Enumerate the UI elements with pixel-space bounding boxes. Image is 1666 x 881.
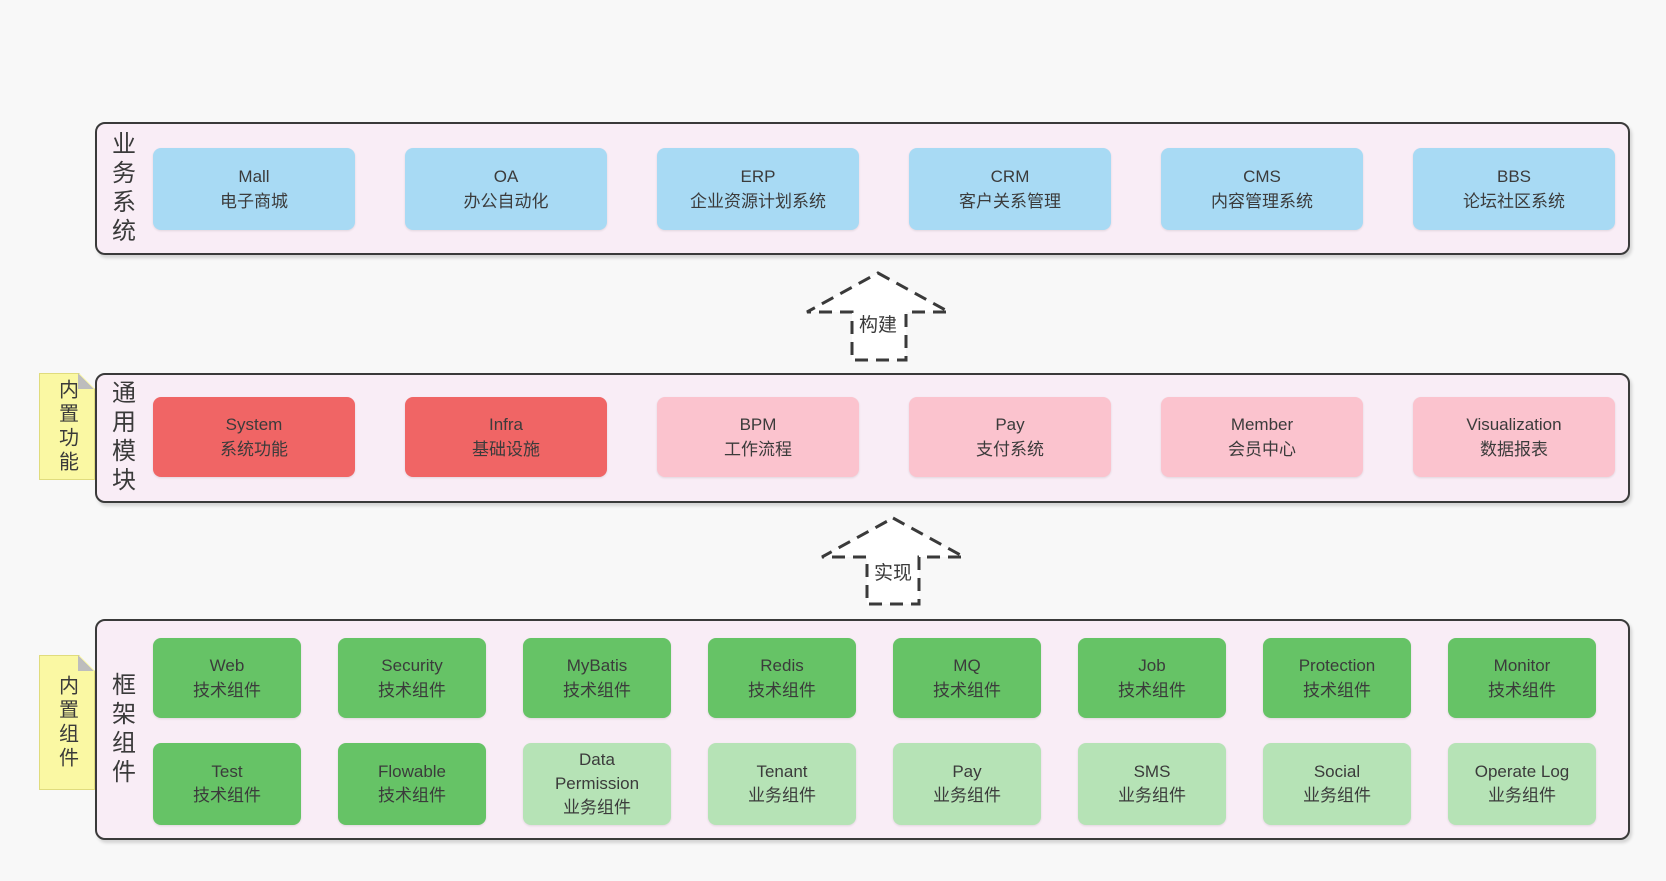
box-erp: ERP 企业资源计划系统 — [657, 148, 859, 230]
box-title: Tenant — [756, 762, 808, 781]
box-subtitle: 业务组件 — [1118, 786, 1186, 805]
box-subtitle: 技术组件 — [193, 786, 261, 805]
implement-arrow-label: 实现 — [870, 556, 916, 586]
box-subtitle: 业务组件 — [748, 786, 816, 805]
box-web: Web 技术组件 — [153, 638, 301, 718]
box-subtitle: 系统功能 — [220, 440, 288, 459]
box-pay-module: Pay 支付系统 — [909, 397, 1111, 477]
box-redis: Redis 技术组件 — [708, 638, 856, 718]
note-fold-corner — [78, 373, 94, 389]
box-title: Monitor — [1493, 656, 1551, 675]
box-subtitle: 企业资源计划系统 — [690, 192, 826, 211]
box-subtitle: 基础设施 — [472, 440, 540, 459]
box-protection: Protection 技术组件 — [1263, 638, 1411, 718]
box-subtitle: 技术组件 — [378, 681, 446, 700]
box-social: Social 业务组件 — [1263, 743, 1411, 825]
box-subtitle: 会员中心 — [1228, 440, 1296, 459]
box-subtitle: 业务组件 — [933, 786, 1001, 805]
box-subtitle: 技术组件 — [1118, 681, 1186, 700]
note-built-in-components: 内置组件 — [39, 655, 95, 790]
box-title: CMS — [1243, 167, 1281, 186]
box-subtitle: 技术组件 — [1303, 681, 1371, 700]
box-subtitle: 电子商城 — [220, 192, 288, 211]
box-job: Job 技术组件 — [1078, 638, 1226, 718]
section-label-modules: 通用模块 — [107, 380, 135, 496]
box-title: MQ — [953, 656, 981, 675]
box-oa: OA 办公自动化 — [405, 148, 607, 230]
box-monitor: Monitor 技术组件 — [1448, 638, 1596, 718]
box-title: OA — [493, 167, 519, 186]
box-subtitle: 论坛社区系统 — [1463, 192, 1565, 211]
box-mall: Mall 电子商城 — [153, 148, 355, 230]
box-title: MyBatis — [566, 656, 628, 675]
box-subtitle: 客户关系管理 — [959, 192, 1061, 211]
box-test: Test 技术组件 — [153, 743, 301, 825]
box-title: Protection — [1298, 656, 1376, 675]
box-title: Operate Log — [1474, 762, 1570, 781]
box-subtitle: 办公自动化 — [463, 192, 549, 211]
box-title: Social — [1313, 762, 1361, 781]
box-subtitle: 技术组件 — [1488, 681, 1556, 700]
box-title: Web — [209, 656, 245, 675]
box-security: Security 技术组件 — [338, 638, 486, 718]
box-title: Pay — [952, 762, 982, 781]
box-bbs: BBS 论坛社区系统 — [1413, 148, 1615, 230]
box-mq: MQ 技术组件 — [893, 638, 1041, 718]
box-subtitle: 业务组件 — [1303, 786, 1371, 805]
box-subtitle: 技术组件 — [193, 681, 261, 700]
box-mybatis: MyBatis 技术组件 — [523, 638, 671, 718]
box-subtitle: 工作流程 — [724, 440, 792, 459]
section-common-modules: 通用模块 System 系统功能 Infra 基础设施 BPM 工作流程 Pay… — [95, 373, 1630, 503]
section-framework-components: 框架组件 Web 技术组件 Security 技术组件 MyBatis 技术组件… — [95, 619, 1630, 840]
note-built-in-features: 内置功能 — [39, 373, 95, 480]
box-title: Data Permission — [554, 750, 640, 793]
box-subtitle: 技术组件 — [378, 786, 446, 805]
box-sms: SMS 业务组件 — [1078, 743, 1226, 825]
box-tenant: Tenant 业务组件 — [708, 743, 856, 825]
box-title: CRM — [990, 167, 1030, 186]
section-label-components: 框架组件 — [107, 671, 135, 788]
box-title: BPM — [739, 415, 777, 434]
box-title: Job — [1138, 656, 1166, 675]
build-arrow-label: 构建 — [855, 308, 901, 338]
box-title: Redis — [760, 656, 804, 675]
box-flowable: Flowable 技术组件 — [338, 743, 486, 825]
box-subtitle: 数据报表 — [1480, 440, 1548, 459]
box-data-permission: Data Permission 业务组件 — [523, 743, 671, 825]
box-title: Security — [381, 656, 443, 675]
box-title: System — [225, 415, 283, 434]
section-business-systems: 业务系统 Mall 电子商城 OA 办公自动化 ERP 企业资源计划系统 CRM… — [95, 122, 1630, 255]
box-subtitle: 支付系统 — [976, 440, 1044, 459]
box-pay-component: Pay 业务组件 — [893, 743, 1041, 825]
box-title: Visualization — [1466, 415, 1562, 434]
box-operate-log: Operate Log 业务组件 — [1448, 743, 1596, 825]
box-title: SMS — [1133, 762, 1171, 781]
box-subtitle: 技术组件 — [748, 681, 816, 700]
box-title: Infra — [488, 415, 524, 434]
box-subtitle: 内容管理系统 — [1211, 192, 1313, 211]
box-cms: CMS 内容管理系统 — [1161, 148, 1363, 230]
box-title: Mall — [238, 167, 270, 186]
box-crm: CRM 客户关系管理 — [909, 148, 1111, 230]
box-title: ERP — [740, 167, 776, 186]
box-subtitle: 业务组件 — [1488, 786, 1556, 805]
note-fold-corner — [78, 655, 94, 671]
box-title: Member — [1230, 415, 1294, 434]
box-title: Test — [211, 762, 243, 781]
box-subtitle: 技术组件 — [933, 681, 1001, 700]
box-bpm: BPM 工作流程 — [657, 397, 859, 477]
box-subtitle: 业务组件 — [563, 798, 631, 817]
box-member: Member 会员中心 — [1161, 397, 1363, 477]
box-title: Flowable — [377, 762, 447, 781]
section-label-business: 业务系统 — [107, 130, 135, 247]
box-visualization: Visualization 数据报表 — [1413, 397, 1615, 477]
box-system: System 系统功能 — [153, 397, 355, 477]
box-title: Pay — [995, 415, 1025, 434]
box-title: BBS — [1496, 167, 1532, 186]
box-subtitle: 技术组件 — [563, 681, 631, 700]
box-infra: Infra 基础设施 — [405, 397, 607, 477]
